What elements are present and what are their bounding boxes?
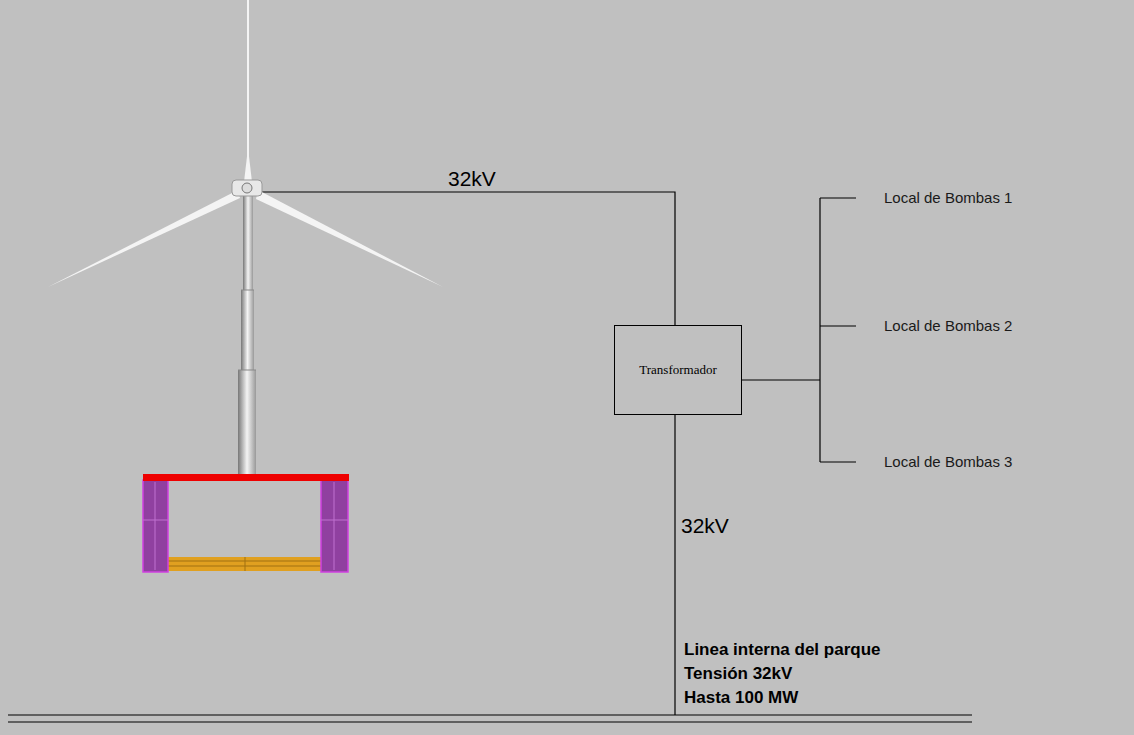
voltage-label: 32kV bbox=[681, 514, 729, 538]
line-note: Hasta 100 MW bbox=[684, 688, 798, 708]
floating-platform bbox=[143, 474, 349, 572]
tower bbox=[241, 290, 254, 370]
wire bbox=[674, 415, 675, 715]
column bbox=[143, 480, 168, 572]
line-note: Tensión 32kV bbox=[684, 664, 792, 684]
pump-station-label: Local de Bombas 3 bbox=[884, 453, 1012, 470]
column-line bbox=[143, 520, 168, 521]
park-line bbox=[8, 721, 972, 722]
wire bbox=[262, 192, 675, 325]
deck bbox=[143, 474, 349, 481]
column-line bbox=[321, 520, 348, 521]
wire bbox=[820, 325, 856, 326]
wire bbox=[742, 379, 820, 380]
pump-station-label: Local de Bombas 2 bbox=[884, 317, 1012, 334]
blade bbox=[48, 190, 240, 287]
nacelle bbox=[232, 180, 262, 196]
pump-station-label: Local de Bombas 1 bbox=[884, 189, 1012, 206]
column bbox=[321, 480, 348, 572]
park-line bbox=[8, 714, 972, 715]
blade bbox=[256, 190, 443, 287]
tower-joint bbox=[238, 370, 256, 371]
wire bbox=[820, 197, 856, 198]
node-label: Transformador bbox=[639, 362, 717, 378]
voltage-label: 32kV bbox=[448, 167, 496, 191]
line-note: Linea interna del parque bbox=[684, 640, 881, 660]
hub bbox=[242, 183, 252, 193]
column-line bbox=[334, 482, 335, 570]
tower bbox=[238, 370, 256, 474]
wire bbox=[820, 461, 856, 462]
transformer-box: Transformador bbox=[614, 325, 742, 415]
tower-joint bbox=[241, 290, 254, 291]
pontoon bbox=[168, 557, 321, 571]
pontoon-line bbox=[245, 557, 246, 571]
wind-turbine bbox=[48, 0, 443, 474]
blade bbox=[244, 148, 252, 182]
tower bbox=[243, 190, 253, 290]
wires bbox=[8, 192, 972, 722]
column-line bbox=[155, 482, 156, 570]
bus-bar bbox=[819, 198, 820, 462]
